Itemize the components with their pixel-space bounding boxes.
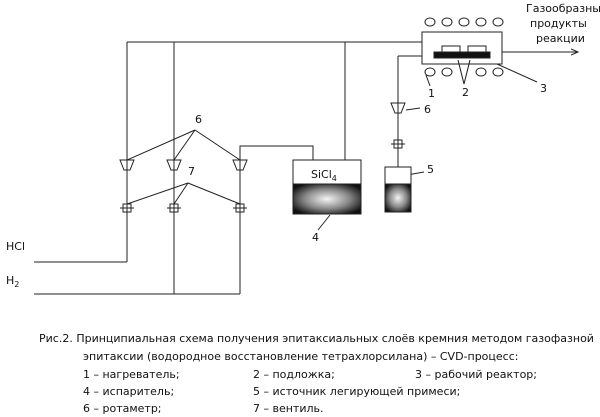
dopant-source-body <box>384 183 412 213</box>
callout-7: 7 <box>188 165 195 178</box>
dopant-source-top <box>384 166 412 185</box>
legend-item-7: 7 – вентиль. <box>253 402 324 415</box>
callout-5: 5 <box>427 163 434 176</box>
callout-1: 1 <box>428 87 435 100</box>
substrate-holder <box>433 51 491 59</box>
legend-item-6: 6 – ротаметр; <box>83 402 162 415</box>
legend-item-3: 3 – рабочий реактор; <box>415 368 537 381</box>
evaporator-label: SiCl4 <box>311 168 337 183</box>
rotameter-right <box>232 159 248 171</box>
output-label-line2: продукты <box>530 17 587 30</box>
legend-item-2: 2 – подложка; <box>253 368 335 381</box>
process-schematic: SiCl4 HCl H2 Газообразные продукты реакц… <box>6 2 600 295</box>
legend-item-5: 5 – источник легирующей примеси; <box>253 385 461 398</box>
legend-item-4: 4 – испаритель; <box>83 385 175 398</box>
rotameter-dopant <box>390 102 406 114</box>
substrate-left <box>441 45 461 53</box>
heater-top-row <box>424 17 504 27</box>
legend-item-1: 1 – нагреватель; <box>83 368 180 381</box>
evaporator-feed-line <box>239 145 314 160</box>
callout-4: 4 <box>312 231 319 244</box>
reactor-body <box>421 31 503 65</box>
rotameter-middle <box>166 159 182 171</box>
evaporator-liquid <box>292 183 362 215</box>
hcl-label: HCl <box>6 240 25 253</box>
valve-dopant <box>391 139 405 149</box>
caption-title-line1: Рис.2. Принципиальная схема получения эп… <box>39 332 594 345</box>
callout-6-left: 6 <box>195 113 202 126</box>
caption-title-line2: эпитаксии (водородное восстановление тет… <box>83 350 519 363</box>
callout-6-right: 6 <box>424 103 431 116</box>
h2-label: H2 <box>6 274 19 289</box>
heater-bottom-row <box>424 67 504 77</box>
rotameter-left <box>119 159 135 171</box>
output-label-line1: Газообразные <box>526 2 600 15</box>
callout-3: 3 <box>540 82 547 95</box>
callout-2: 2 <box>462 86 469 99</box>
output-label-line3: реакции <box>536 32 585 45</box>
substrate-right <box>467 45 487 53</box>
